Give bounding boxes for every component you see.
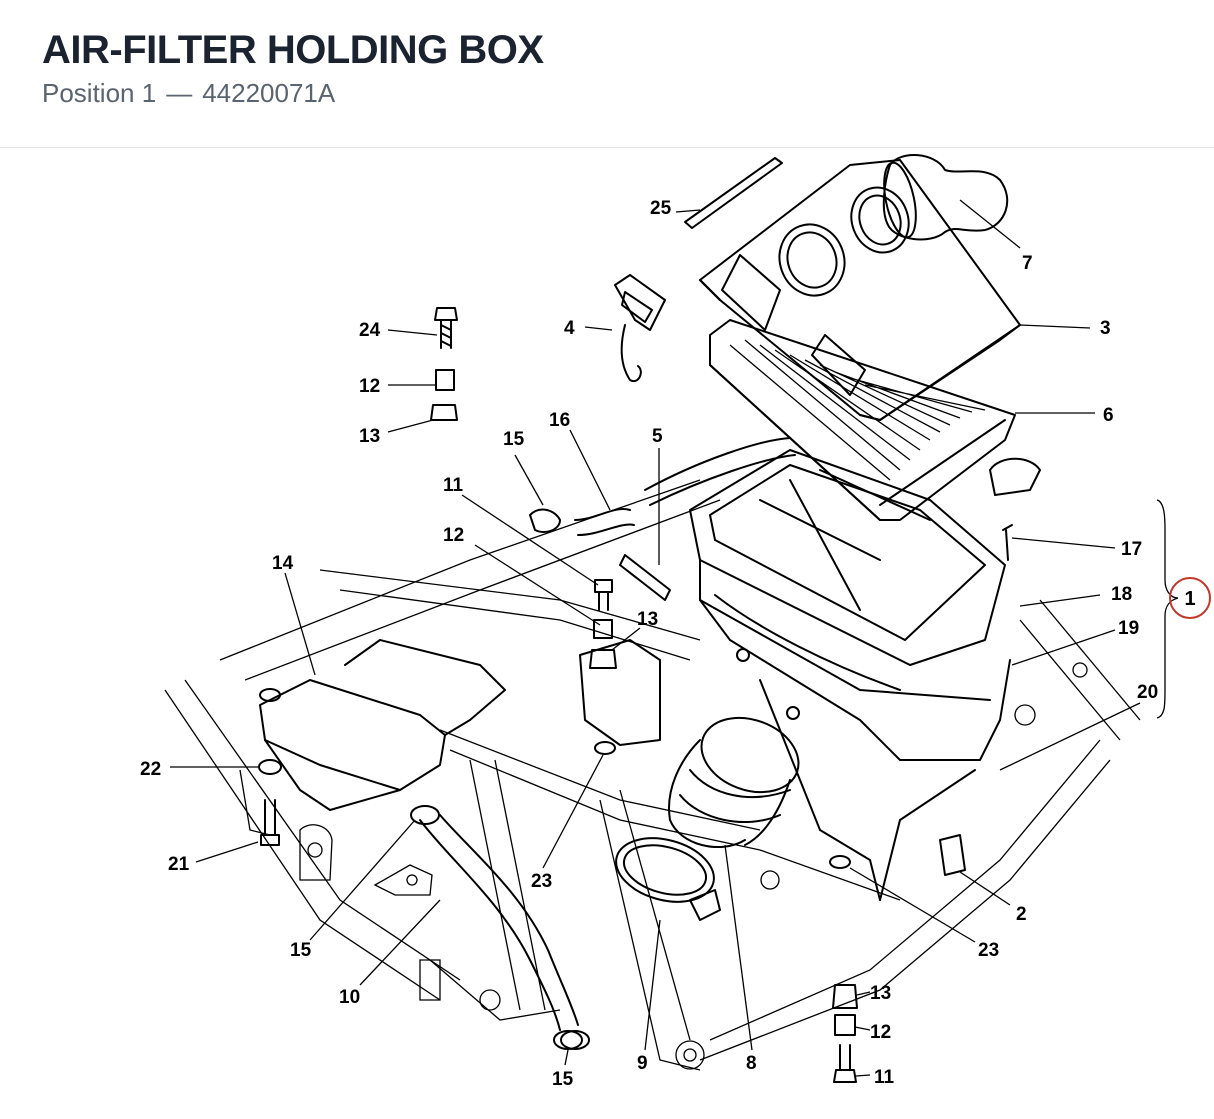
callout-12-mid: 12 — [443, 525, 464, 546]
callout-12-lower: 12 — [870, 1022, 891, 1043]
callout-2: 2 — [1016, 904, 1027, 925]
callout-20: 20 — [1137, 682, 1158, 703]
hose-clamp — [615, 837, 721, 921]
page-subtitle: Position 1 — 44220071A — [42, 78, 335, 109]
callout-3: 3 — [1100, 318, 1111, 339]
part-number: 44220071A — [202, 78, 336, 108]
callout-4: 4 — [564, 318, 575, 339]
vent-tube — [619, 554, 671, 601]
fastener-stack-mid — [579, 579, 661, 746]
breather-hose — [410, 805, 590, 1050]
callout-23-left: 23 — [531, 871, 552, 892]
callout-8: 8 — [746, 1053, 757, 1074]
callout-10: 10 — [339, 987, 360, 1008]
retaining-strap — [614, 274, 666, 383]
assembly-marker-circle — [1169, 577, 1211, 619]
callouts: 25 7 3 4 24 12 6 13 15 16 5 11 17 12 13 … — [140, 198, 1158, 1090]
callout-13: 13 — [359, 426, 380, 447]
callout-23-right: 23 — [978, 940, 999, 961]
callout-9: 9 — [637, 1053, 648, 1074]
filter-element — [709, 319, 1016, 521]
callout-6: 6 — [1103, 405, 1114, 426]
callout-15-left: 15 — [290, 940, 312, 961]
intake-boot — [882, 153, 1009, 241]
subtitle-separator: — — [166, 78, 193, 108]
callout-15-lower: 15 — [552, 1069, 574, 1090]
callout-11: 11 — [443, 475, 464, 496]
leader-lines — [170, 199, 1141, 1077]
callout-22: 22 — [140, 759, 161, 780]
fastener-misc — [258, 457, 1041, 1050]
intake-bellows — [668, 716, 800, 849]
callout-12: 12 — [359, 376, 380, 397]
callout-13-mid: 13 — [637, 609, 658, 630]
position-label: Position 1 — [42, 78, 157, 108]
callout-18: 18 — [1111, 584, 1132, 605]
callout-11-lower: 11 — [874, 1067, 895, 1088]
assembly-marker: 1 — [1184, 588, 1195, 610]
exploded-parts-diagram: 1 25 7 3 4 24 12 6 13 15 16 5 11 17 12 1… — [140, 153, 1211, 1090]
callout-16: 16 — [549, 410, 570, 431]
fastener-stack-upper — [430, 307, 458, 421]
fastener-stack-lower — [832, 984, 858, 1083]
assembly-bracket — [1156, 499, 1179, 719]
gasket-strip — [684, 157, 783, 229]
callout-17: 17 — [1121, 539, 1142, 560]
callout-14: 14 — [272, 553, 294, 574]
callout-25: 25 — [650, 198, 672, 219]
airbox-cover — [699, 159, 1021, 421]
callout-19: 19 — [1118, 618, 1139, 639]
side-box — [259, 639, 506, 811]
small-hose — [529, 437, 796, 536]
callout-13-lower: 13 — [870, 983, 891, 1004]
callout-24: 24 — [359, 320, 381, 341]
callout-15: 15 — [503, 429, 525, 450]
airbox-housing — [689, 449, 1011, 901]
callout-7: 7 — [1022, 253, 1033, 274]
page-header: AIR-FILTER HOLDING BOX Position 1 — 442200… — [0, 0, 1214, 148]
callout-5: 5 — [652, 426, 663, 447]
page-title: AIR-FILTER HOLDING BOX — [42, 28, 544, 72]
callout-21: 21 — [168, 854, 190, 875]
